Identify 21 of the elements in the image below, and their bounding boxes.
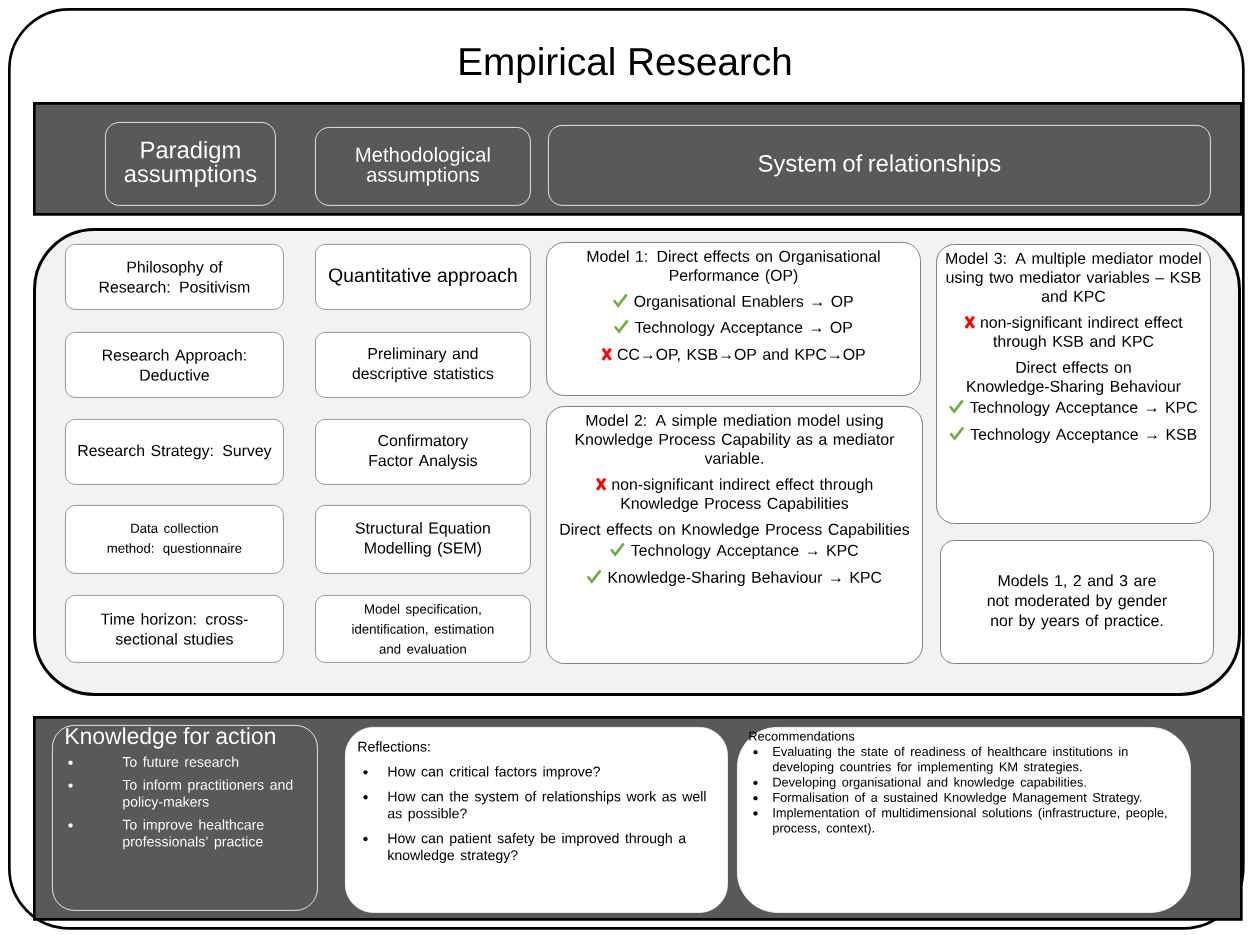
assumption-box: Philosophy of Research: Positivism xyxy=(65,244,284,310)
assumption-box: Research Strategy: Survey xyxy=(65,419,284,485)
assumption-box: Quantitative approach xyxy=(315,244,531,310)
note-box: Models 1, 2 and 3 are not moderated by gender nor by years of practice. xyxy=(940,540,1214,664)
assumption-box: Research Approach: Deductive xyxy=(65,332,284,398)
recommendations-box: Recommendations Evaluating the state of readiness of healthcare institutions in developing countries for implementing KM strategies. Developing organisational and knowledge capabilities. Formalisation of a sustained Knowledge Management Strategy. Implementation of multidimensional solutions (infrastructure, people, process, context). xyxy=(737,727,1191,913)
assumption-box: Data collection method: questionnaire xyxy=(65,505,284,574)
model-box: Model 1: Direct effects on Organisational Performance (OP) Organisational Enablers → OP Technology Acceptance → OP CC→OP, KSB→OP and KPC→OP xyxy=(546,242,921,396)
heading-box: Paradigm assumptions xyxy=(105,122,276,206)
assumption-box: Structural Equation Modelling (SEM) xyxy=(315,505,531,574)
heading-box: Methodological assumptions xyxy=(315,127,531,206)
model-box: Model 3: A multiple mediator model using two mediator variables – KSB and KPC non-significant indirect effect through KSB and KPC Direct effects on Knowledge-Sharing Behaviour Technology Acceptance → KPC Technology Acceptance → KSB xyxy=(936,244,1211,524)
assumption-box: Time horizon: cross-sectional studies xyxy=(65,595,284,663)
reflections-box: Reflections: How can critical factors improve? How can the system of relationships work as well as possible? How can patient safety be improved through a knowledge strategy? xyxy=(345,727,728,913)
heading-box: System of relationships xyxy=(548,125,1211,206)
assumption-box: Confirmatory Factor Analysis xyxy=(315,419,531,485)
title: Empirical Research xyxy=(460,46,791,84)
knowledge-box: Knowledge for action To future research To inform practitioners and policy-makers To improve healthcare professionals’ practice xyxy=(52,725,318,911)
model-box: Model 2: A simple mediation model using Knowledge Process Capability as a mediator variable. non-significant indirect effect through Knowledge Process Capabilities Direct effects on Knowledge Process Capabilities Technology Acceptance → KPC Knowledge-Sharing Behaviour → KPC xyxy=(546,406,923,664)
assumption-box: Model specification, identification, estimation and evaluation xyxy=(315,595,531,663)
assumption-box: Preliminary and descriptive statistics xyxy=(315,332,531,398)
